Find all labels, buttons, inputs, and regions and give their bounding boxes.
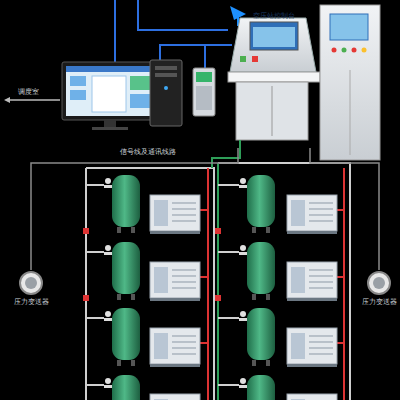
valve — [83, 295, 89, 301]
pipe — [343, 168, 345, 400]
console-heading: 空压站控制台 — [228, 12, 320, 20]
comm-line — [205, 44, 232, 46]
air-tank — [104, 175, 140, 233]
air-tank — [104, 308, 140, 366]
air-tank — [239, 375, 275, 400]
console-cabinet — [236, 82, 308, 140]
monitor-stand — [104, 120, 116, 128]
valves — [83, 228, 221, 301]
indicator-lamp — [332, 48, 337, 53]
cabinet-body — [320, 5, 380, 160]
comm-line — [138, 0, 228, 30]
sensor-outline — [10, 270, 52, 296]
pipe — [217, 163, 219, 400]
air-tank — [239, 242, 275, 300]
pipe — [212, 140, 240, 168]
device-panel — [196, 86, 212, 110]
comm-lines — [115, 0, 232, 68]
air-compressor — [287, 328, 337, 367]
valve — [215, 295, 221, 301]
control-cabinet — [320, 5, 380, 160]
dispatch-label: 调度室 — [18, 88, 39, 96]
screen-widget — [70, 76, 86, 86]
sensor-face — [25, 277, 37, 289]
compressors — [150, 195, 337, 400]
pipe — [86, 168, 214, 400]
monitor — [62, 62, 158, 130]
signal-wire — [310, 148, 379, 270]
device-screen — [196, 72, 212, 82]
sensor-label: 压力变送器 — [358, 298, 400, 306]
monitor-screen — [66, 66, 154, 116]
screen-widget — [70, 90, 86, 100]
comm-line — [114, 0, 116, 62]
air-compressor — [287, 195, 337, 234]
air-tanks — [104, 175, 275, 400]
screen-bar — [66, 66, 154, 72]
console-panel — [230, 18, 316, 72]
tower-bay — [155, 66, 177, 70]
control-console — [228, 18, 320, 140]
screen-widget — [130, 76, 150, 90]
signal-device — [193, 68, 215, 116]
console-button — [252, 56, 258, 62]
dispatch-arrow — [8, 99, 60, 101]
pipe-branch — [218, 185, 239, 385]
screen-widget — [130, 94, 150, 108]
signal-wire — [31, 148, 238, 270]
air-compressor — [150, 328, 200, 367]
air-compressor — [287, 394, 337, 400]
air-tank — [104, 375, 140, 400]
power-led — [164, 86, 168, 90]
console-screen — [253, 27, 295, 47]
pipe — [218, 163, 350, 400]
pipe — [85, 168, 87, 400]
console-desk — [228, 72, 320, 82]
sensor-outline — [358, 270, 400, 296]
air-compressor — [150, 195, 200, 234]
pipe-branch — [337, 210, 344, 343]
indicator-lamp — [362, 48, 367, 53]
tower-case — [150, 60, 182, 126]
tower-bay — [155, 73, 177, 77]
pipe-branch — [200, 210, 208, 343]
cabinet-screen — [330, 14, 368, 40]
console-button — [240, 56, 246, 62]
valve — [215, 228, 221, 234]
screen-widget — [92, 76, 126, 112]
air-compressor — [287, 262, 337, 301]
sensor-face — [373, 277, 385, 289]
air-tank — [239, 175, 275, 233]
console-screen — [250, 22, 298, 50]
air-tank — [239, 308, 275, 366]
device-case — [193, 68, 215, 116]
pressure-sensor: 压力变送器 — [10, 270, 52, 310]
computer-tower — [150, 60, 182, 126]
pipe — [207, 168, 209, 400]
indicator-lamp — [342, 48, 347, 53]
pressure-sensor: 压力变送器 — [358, 270, 400, 310]
valve — [83, 228, 89, 234]
control-console: 空压站控制台 — [228, 4, 320, 148]
air-compressor — [150, 394, 200, 400]
wire-label: 信号线及通讯线路 — [120, 148, 176, 156]
air-tank — [104, 242, 140, 300]
cabinet-seam — [350, 70, 351, 155]
pipe-network — [86, 140, 350, 400]
cabinet-seam — [272, 86, 273, 136]
sensor-label: 压力变送器 — [10, 298, 52, 306]
air-compressor — [150, 262, 200, 301]
monitor-stand — [92, 127, 128, 130]
arrow-head — [4, 97, 10, 103]
pipe-branch — [86, 185, 104, 385]
sensor-body — [20, 272, 42, 294]
sensor-body — [368, 272, 390, 294]
monitor-frame — [62, 62, 158, 120]
indicator-lamp — [352, 48, 357, 53]
